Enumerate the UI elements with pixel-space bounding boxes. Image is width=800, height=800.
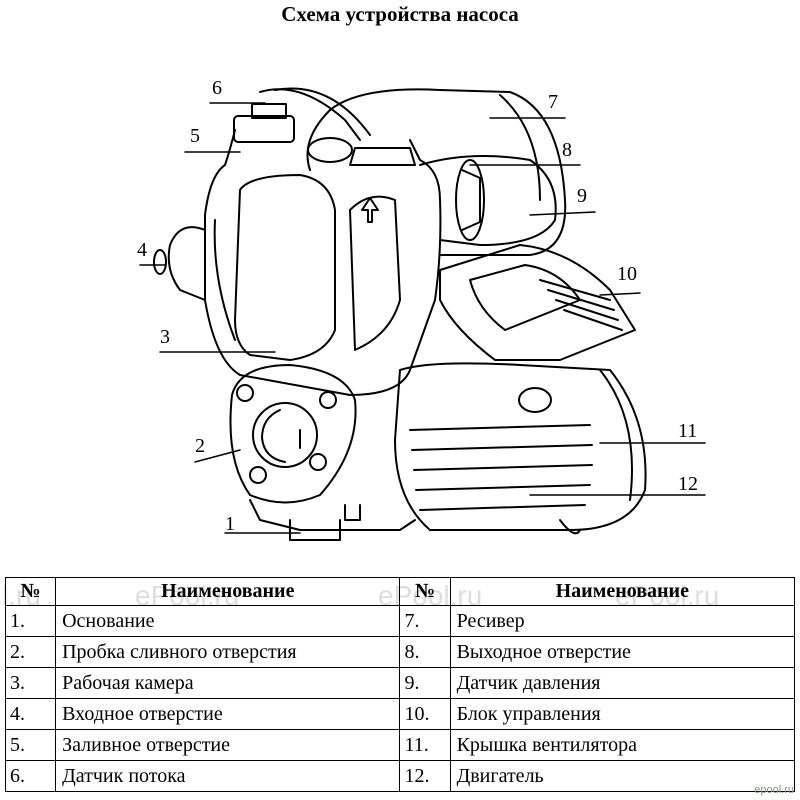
part-name: Основание (55, 605, 401, 637)
receiver-drawing (306, 88, 567, 256)
callout-2: 2 (195, 435, 205, 457)
pump-body-drawing (204, 129, 442, 396)
part-name: Датчик давления (449, 667, 796, 699)
callout-4: 4 (137, 239, 147, 261)
callout-8: 8 (562, 139, 572, 161)
part-number: 10. (399, 698, 451, 730)
part-number: 4. (4, 698, 57, 730)
part-number: 7. (399, 605, 451, 637)
part-name: Выходное отверстие (449, 636, 796, 668)
callout-6: 6 (212, 77, 222, 99)
part-number: 1. (4, 605, 57, 637)
header-name-1: Наименование (55, 577, 401, 606)
part-number: 9. (399, 667, 451, 699)
parts-legend-table: № Наименование № Наименование 1. Основан… (4, 577, 796, 792)
part-name: Крышка вентилятора (449, 729, 796, 761)
part-number: 3. (4, 667, 57, 699)
control-unit-drawing (439, 244, 636, 361)
header-name-2: Наименование (449, 577, 796, 606)
part-name: Пробка сливного отверстия (55, 636, 401, 668)
callout-12: 12 (678, 473, 698, 495)
part-number: 2. (4, 636, 57, 668)
part-name: Двигатель (449, 760, 796, 792)
part-number: 12. (399, 760, 451, 792)
part-number: 6. (4, 760, 57, 792)
callout-1: 1 (225, 513, 235, 535)
part-name: Входное отверстие (55, 698, 401, 730)
callout-9: 9 (577, 185, 587, 207)
table-row: 5. Заливное отверстие 11. Крышка вентиля… (4, 729, 796, 761)
table-row: 1. Основание 7. Ресивер (4, 605, 796, 637)
motor-drawing (394, 362, 647, 535)
pump-diagram: 1 2 3 4 5 6 7 8 9 10 11 12 (137, 77, 706, 541)
part-name: Рабочая камера (55, 667, 401, 699)
drain-plug-drawing (229, 364, 357, 504)
part-name: Датчик потока (55, 760, 401, 792)
part-number: 5. (4, 729, 57, 761)
part-name: Блок управления (449, 698, 796, 730)
part-number: 8. (399, 636, 451, 668)
priming-port-drawing (233, 87, 416, 166)
table-header-row: № Наименование № Наименование (4, 577, 796, 606)
leader-lines (139, 102, 706, 534)
callout-5: 5 (190, 125, 200, 147)
callout-10: 10 (617, 263, 637, 285)
base-drawing (249, 499, 416, 541)
callout-7: 7 (548, 91, 558, 113)
callout-3: 3 (160, 326, 170, 348)
part-name: Заливное отверстие (55, 729, 401, 761)
part-number: 11. (399, 729, 451, 761)
table-row: 3. Рабочая камера 9. Датчик давления (4, 667, 796, 699)
site-watermark: epool.ru (754, 784, 794, 796)
outlet-drawing (419, 155, 557, 246)
table-row: 4. Входное отверстие 10. Блок управления (4, 698, 796, 730)
table-row: 6. Датчик потока 12. Двигатель (4, 760, 796, 792)
header-number-1: № (4, 577, 57, 606)
callout-11: 11 (678, 420, 697, 442)
inlet-drawing (153, 226, 206, 301)
header-number-2: № (399, 577, 451, 606)
diagram-title: Схема устройства насоса (281, 2, 519, 26)
part-name: Ресивер (449, 605, 796, 637)
table-row: 2. Пробка сливного отверстия 8. Выходное… (4, 636, 796, 668)
